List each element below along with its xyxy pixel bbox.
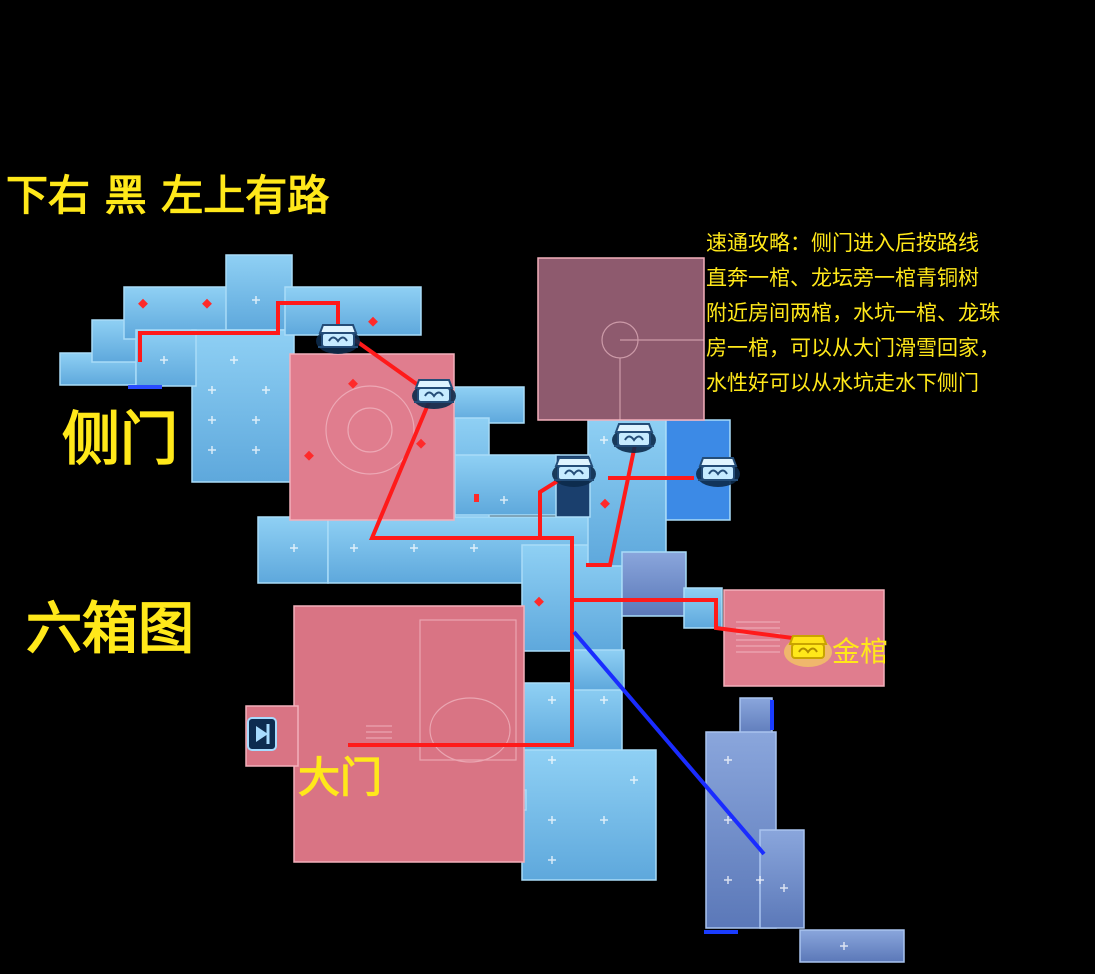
marker — [138, 298, 148, 309]
gold-coffin-icon — [784, 635, 832, 667]
marker — [534, 596, 544, 607]
altar-inner — [347, 407, 393, 453]
room-corridor-main — [257, 516, 329, 584]
marker — [368, 316, 378, 327]
marker — [600, 498, 610, 509]
marker — [304, 450, 314, 461]
map-hint-text: 下右 黑 左上有路 — [6, 171, 330, 220]
speedrun-guide: 速通攻略：侧门进入后按路线 直奔一棺、龙坛旁一棺青铜树 附近房间两棺，水坑一棺、… — [706, 226, 1091, 401]
wing-d — [799, 929, 905, 963]
room-bridge — [621, 551, 687, 617]
treasure-chest-icon — [411, 379, 457, 410]
marker — [348, 378, 358, 389]
guide-line: 水性好可以从水坑走水下侧门 — [706, 371, 979, 395]
guide-line: 速通攻略：侧门进入后按路线 — [706, 231, 979, 255]
guide-line: 附近房间两棺，水坑一棺、龙珠 — [706, 301, 1000, 325]
blue-rooms — [59, 254, 731, 881]
room-details — [325, 321, 780, 763]
hall-stairs — [366, 725, 392, 739]
pearl-lines — [619, 339, 704, 420]
room-dragon-pearl — [537, 257, 705, 421]
treasure-chest-icon — [695, 457, 741, 488]
route-blue-water — [572, 630, 766, 856]
marker — [416, 438, 426, 449]
room-left-mid-2 — [135, 329, 197, 387]
blue-wing-south — [705, 697, 905, 963]
wing-c — [759, 829, 805, 929]
room-center-b — [454, 454, 560, 516]
altar-circle — [325, 385, 415, 475]
six-box-title: 六箱图 — [26, 597, 194, 662]
side-door-label: 侧门 — [62, 405, 179, 473]
gold-coffin-label: 金棺 — [832, 635, 889, 668]
room-south-2 — [521, 749, 657, 881]
route-red-gold — [572, 598, 809, 642]
guide-line: 房一棺，可以从大门滑雪回家， — [706, 336, 1000, 360]
red-markers — [138, 298, 610, 607]
treasure-chest-icon — [611, 423, 657, 454]
marker — [202, 298, 212, 309]
grid-marks — [160, 296, 848, 950]
room-left-mid — [191, 329, 295, 483]
route-red-branch-2 — [586, 439, 638, 567]
room-altar — [289, 353, 455, 521]
room-great-hall — [293, 605, 525, 863]
entrance-door-icon — [247, 717, 277, 751]
treasure-chest-icon — [315, 324, 361, 355]
red-rooms — [245, 257, 885, 863]
room-left-top — [225, 254, 293, 331]
treasure-chest-icon — [551, 457, 597, 488]
hall-ornament — [429, 697, 511, 763]
marker — [474, 494, 479, 502]
main-door-label: 大门 — [298, 753, 383, 802]
guide-line: 直奔一棺、龙坛旁一棺青铜树 — [706, 266, 979, 290]
hall-inner — [419, 619, 517, 761]
